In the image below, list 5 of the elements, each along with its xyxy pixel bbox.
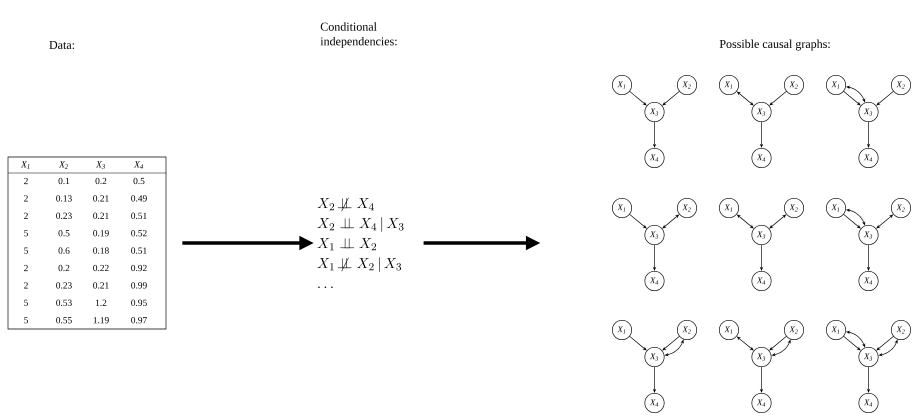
data-table: X$_{1}$ X$_{2}$ X$_{3}$ X$_{4}$ 2 0.1 0.2 0.5 2 0.13 0.21 0.49 2 0.23 0.21 0.51 5 0.5 0.19 0.52 5 0.6 0.18 0.51 2 0.2 0.22 0.92 2 0.23 0.21 0.99 5 0.53 1.2 0.95 5 0.55 1.19 0.97 — [8, 156, 166, 330]
independence-statements: $X_2 \not\!\perp\!\!\!\perp X_4$ $X_2 \perp\!\!\!\perp X_4 \,|\, X_3$ $X_1 \perp\!\!\!\perp X_2$ $X_1 \not\!\perp\!\!\!\perp X_2 \,|\, X_3$ $\dots$ — [317, 198, 404, 288]
heading: Data: — [49, 40, 74, 49]
heading: Conditional independencies: — [320, 22, 397, 48]
heading: Possible causal graphs: — [720, 40, 830, 50]
